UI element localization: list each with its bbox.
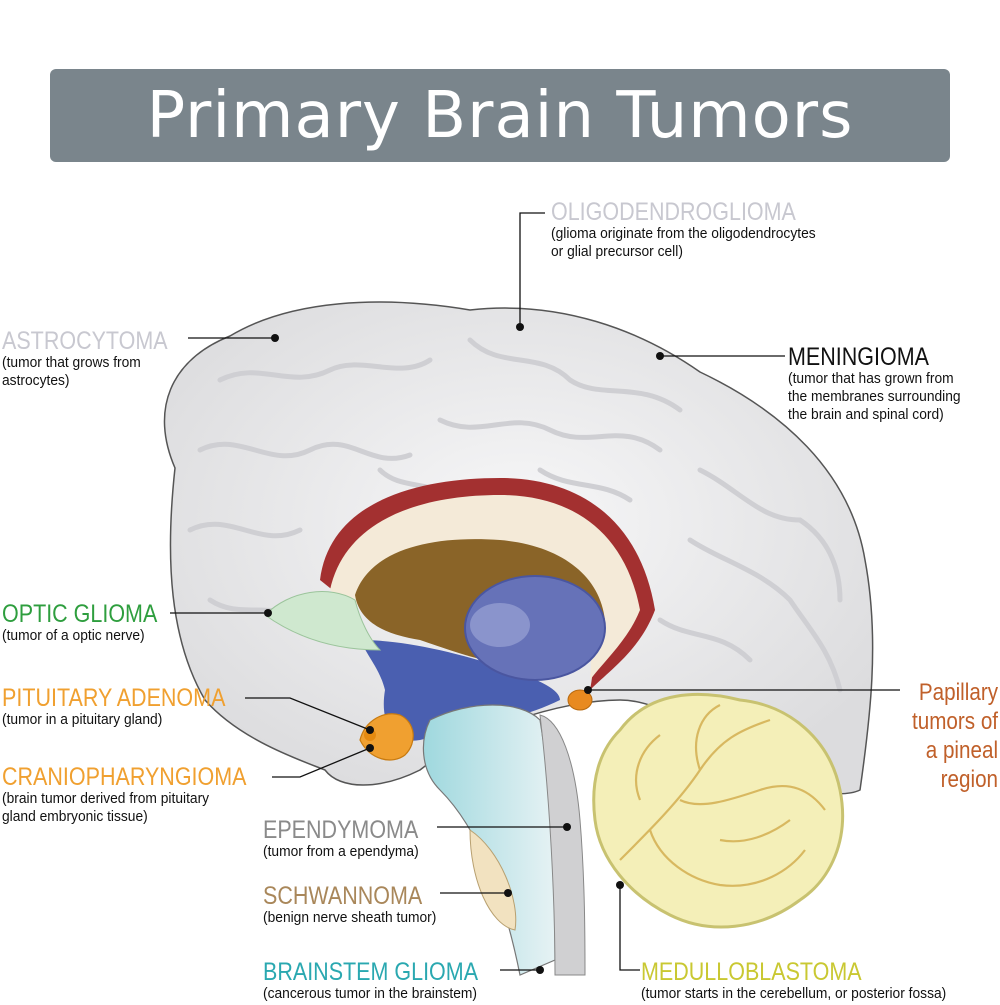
meningioma-desc-3: the brain and spinal cord) bbox=[788, 406, 944, 423]
papillary-line-2: tumors of bbox=[911, 708, 998, 735]
papillary-line-3: a pineal bbox=[925, 737, 998, 764]
title-banner: Primary Brain Tumors bbox=[50, 69, 950, 162]
optic-glioma-name: OPTIC GLIOMA bbox=[2, 600, 158, 628]
craniopharyngioma-name: CRANIOPHARYNGIOMA bbox=[2, 763, 247, 791]
cerebellum bbox=[592, 692, 845, 929]
craniopharyngioma-desc-1: (brain tumor derived from pituitary bbox=[2, 790, 210, 807]
papillary-line-1: Papillary bbox=[918, 679, 998, 706]
label-papillary: Papillary tumors of a pineal region bbox=[898, 678, 998, 794]
pituitary-adenoma-name: PITUITARY ADENOMA bbox=[2, 684, 226, 712]
papillary-line-4: region bbox=[940, 766, 998, 793]
schwannoma-desc-1: (benign nerve sheath tumor) bbox=[263, 909, 437, 926]
oligodendroglioma-desc-1: (glioma originate from the oligodendrocy… bbox=[551, 225, 816, 242]
leader-lines bbox=[170, 212, 900, 971]
brainstem-glioma-desc-1: (cancerous tumor in the brainstem) bbox=[263, 985, 478, 1002]
medulloblastoma-desc-1: (tumor starts in the cerebellum, or post… bbox=[641, 985, 947, 1002]
meningioma-desc-1: (tumor that has grown from bbox=[788, 370, 954, 387]
oligodendroglioma-name: OLIGODENDROGLIOMA bbox=[551, 198, 796, 226]
schwannoma-name: SCHWANNOMA bbox=[263, 882, 423, 910]
astrocytoma-desc-1: (tumor that grows from bbox=[2, 354, 141, 371]
cerebellum-arbor bbox=[619, 704, 826, 887]
astrocytoma-name: ASTROCYTOMA bbox=[2, 327, 168, 355]
oligodendroglioma-desc-2: or glial precursor cell) bbox=[551, 243, 683, 260]
optic-glioma-desc-1: (tumor of a optic nerve) bbox=[2, 627, 145, 644]
label-optic-glioma: OPTIC GLIOMA (tumor of a optic nerve) bbox=[2, 601, 183, 645]
craniopharyngioma-desc-2: gland embryonic tissue) bbox=[2, 808, 148, 825]
label-brainstem-glioma: BRAINSTEM GLIOMA (cancerous tumor in the… bbox=[263, 959, 513, 1003]
pineal-gland bbox=[567, 689, 593, 711]
meningioma-name: MENINGIOMA bbox=[788, 343, 929, 371]
meningioma-desc-2: the membranes surrounding bbox=[788, 388, 961, 405]
ependymoma-desc-1: (tumor from a ependyma) bbox=[263, 843, 419, 860]
label-meningioma: MENINGIOMA (tumor that has grown from th… bbox=[788, 344, 976, 424]
astrocytoma-desc-2: astrocytes) bbox=[2, 372, 70, 389]
label-craniopharyngioma: CRANIOPHARYNGIOMA (brain tumor derived f… bbox=[2, 764, 286, 826]
optic-nerve bbox=[264, 591, 382, 651]
brainstem-glioma-name: BRAINSTEM GLIOMA bbox=[263, 958, 479, 986]
pituitary-adenoma-desc-1: (tumor in a pituitary gland) bbox=[2, 711, 163, 728]
label-schwannoma: SCHWANNOMA (benign nerve sheath tumor) bbox=[263, 883, 451, 927]
label-ependymoma: EPENDYMOMA (tumor from a ependyma) bbox=[263, 817, 444, 861]
label-oligodendroglioma: OLIGODENDROGLIOMA (glioma originate from… bbox=[551, 199, 839, 261]
leader-dots bbox=[264, 323, 664, 974]
label-medulloblastoma: MEDULLOBLASTOMA (tumor starts in the cer… bbox=[641, 959, 973, 1003]
label-pituitary-adenoma: PITUITARY ADENOMA (tumor in a pituitary … bbox=[2, 685, 262, 729]
page-title: Primary Brain Tumors bbox=[146, 79, 854, 153]
medulloblastoma-name: MEDULLOBLASTOMA bbox=[641, 958, 862, 986]
thalamus bbox=[464, 575, 606, 681]
label-astrocytoma: ASTROCYTOMA (tumor that grows from astro… bbox=[2, 328, 195, 390]
ependymoma-name: EPENDYMOMA bbox=[263, 816, 419, 844]
